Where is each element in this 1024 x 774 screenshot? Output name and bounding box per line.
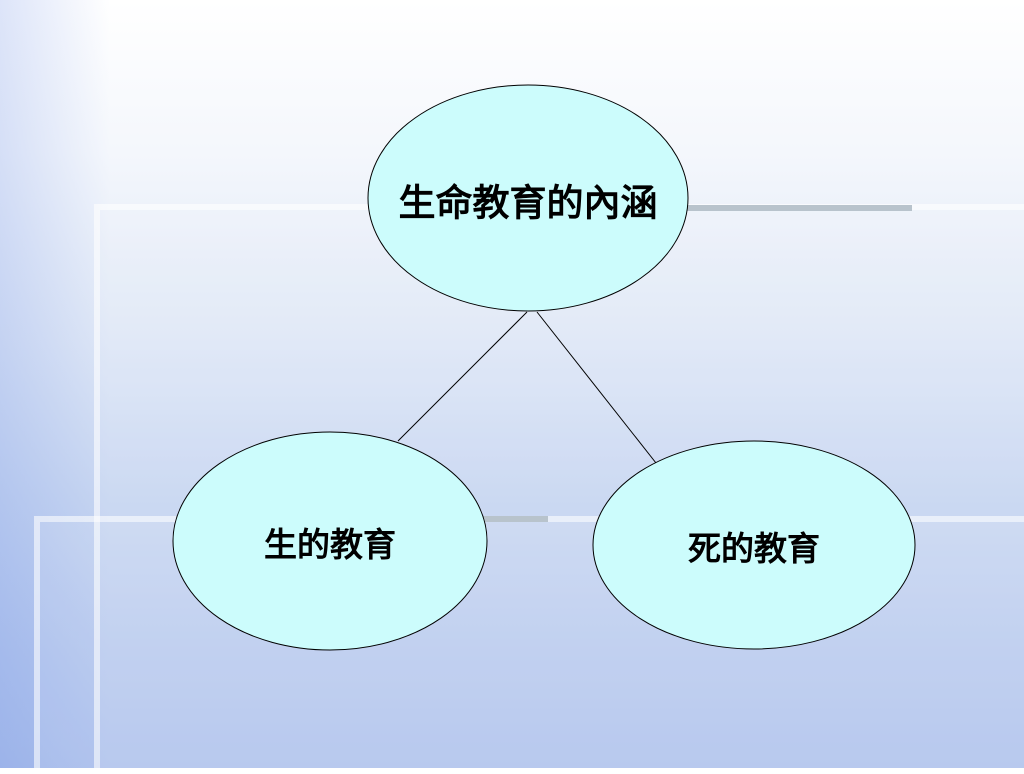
node-life-label: 生的教育: [264, 525, 396, 564]
node-root-label: 生命教育的內涵: [399, 181, 658, 225]
node-death-ellipse: [592, 440, 916, 650]
node-life-education: 生的教育: [172, 431, 488, 651]
connector-root-to-death: [536, 311, 657, 464]
node-death-education: 死的教育: [592, 440, 916, 650]
node-death-label: 死的教育: [688, 529, 820, 568]
decorative-bar-lower: [478, 516, 548, 522]
node-root-ellipse: [367, 84, 689, 312]
node-life-ellipse: [172, 431, 488, 651]
background-left-band: [0, 0, 110, 768]
connector-root-to-life: [397, 311, 528, 442]
node-root: 生命教育的內涵: [367, 84, 689, 312]
decorative-bar-upper: [680, 205, 912, 211]
